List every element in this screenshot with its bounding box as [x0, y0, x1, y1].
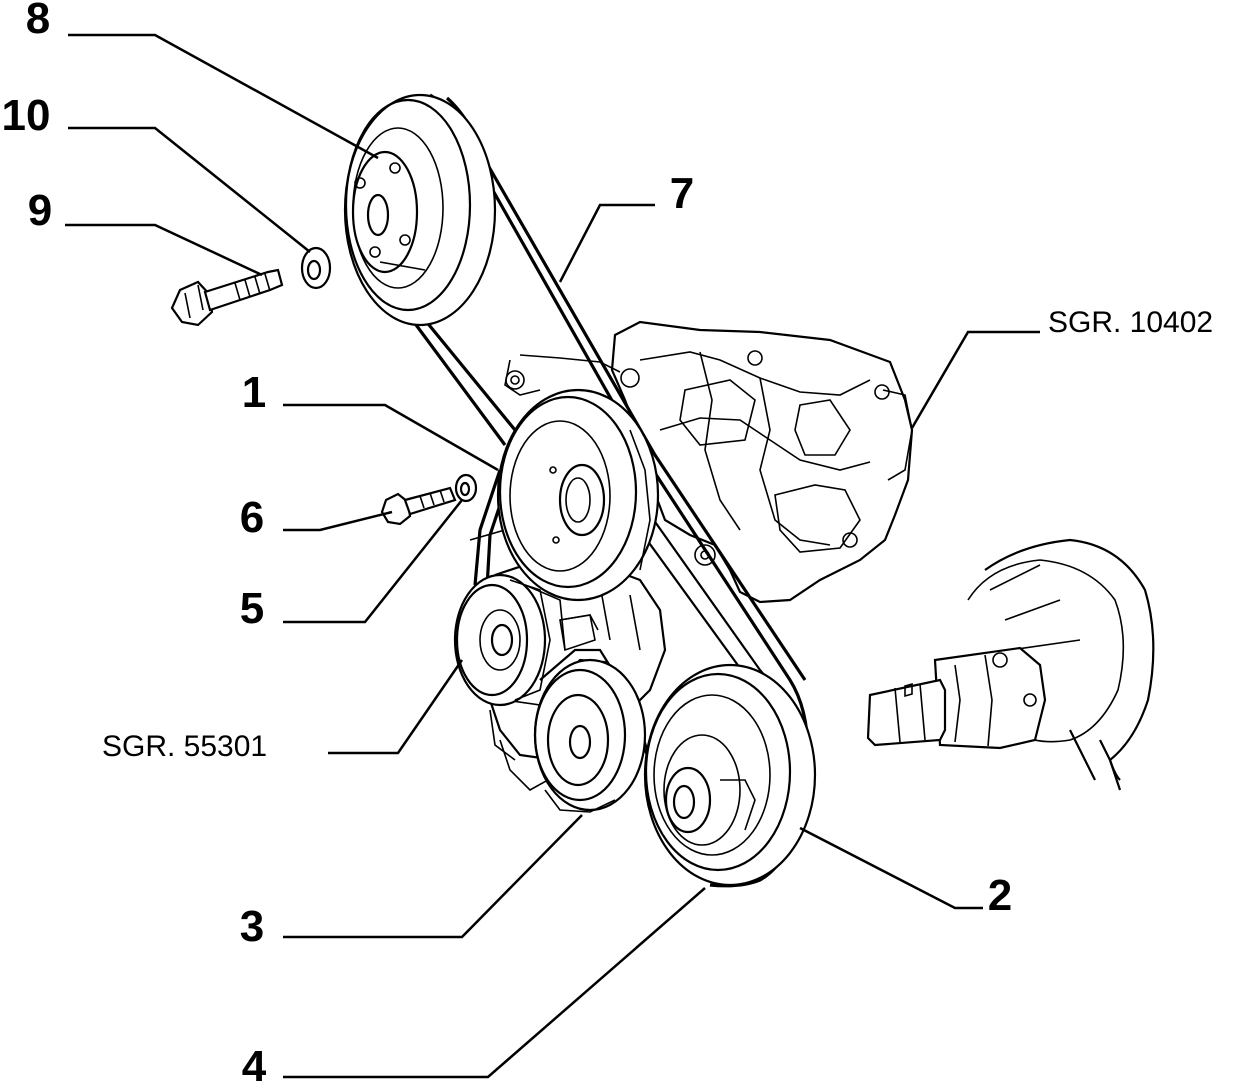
leader-lines — [65, 33, 1040, 1079]
callout-4: 4 — [242, 1042, 267, 1083]
water-pump-pulley — [343, 93, 497, 327]
alternator-pulley — [453, 573, 599, 707]
bolt-9 — [170, 268, 284, 327]
leader-1 — [283, 403, 499, 472]
leader-10 — [68, 126, 311, 253]
callout-8: 8 — [26, 0, 50, 43]
leader-alternator — [328, 659, 464, 755]
callout-1: 1 — [242, 368, 266, 417]
ref-alternator-group: SGR. 55301 — [102, 730, 267, 763]
washer-10 — [300, 246, 332, 290]
callout-3: 3 — [240, 902, 264, 951]
leader-water-pump — [910, 330, 1040, 429]
leader-6 — [283, 510, 393, 532]
washer-5 — [454, 473, 478, 503]
leader-2 — [799, 826, 983, 910]
leader-8 — [68, 33, 379, 160]
leader-3 — [283, 814, 583, 939]
callout-6: 6 — [240, 493, 264, 542]
callout-10: 10 — [2, 91, 51, 140]
leader-4 — [283, 887, 706, 1079]
leader-5 — [283, 499, 463, 624]
callout-9: 9 — [28, 186, 52, 235]
idler-pulley — [496, 388, 660, 602]
crankshaft-pulley — [643, 663, 817, 887]
callout-2: 2 — [988, 871, 1012, 920]
callout-5: 5 — [240, 584, 264, 633]
leader-7 — [558, 203, 655, 283]
tensioner-pulley — [533, 658, 647, 813]
bolt-6 — [380, 486, 457, 526]
crankshaft-end — [866, 538, 1155, 791]
callout-7: 7 — [670, 169, 694, 218]
ref-water-pump-group: SGR. 10402 — [1048, 306, 1213, 339]
leader-9 — [65, 223, 263, 277]
